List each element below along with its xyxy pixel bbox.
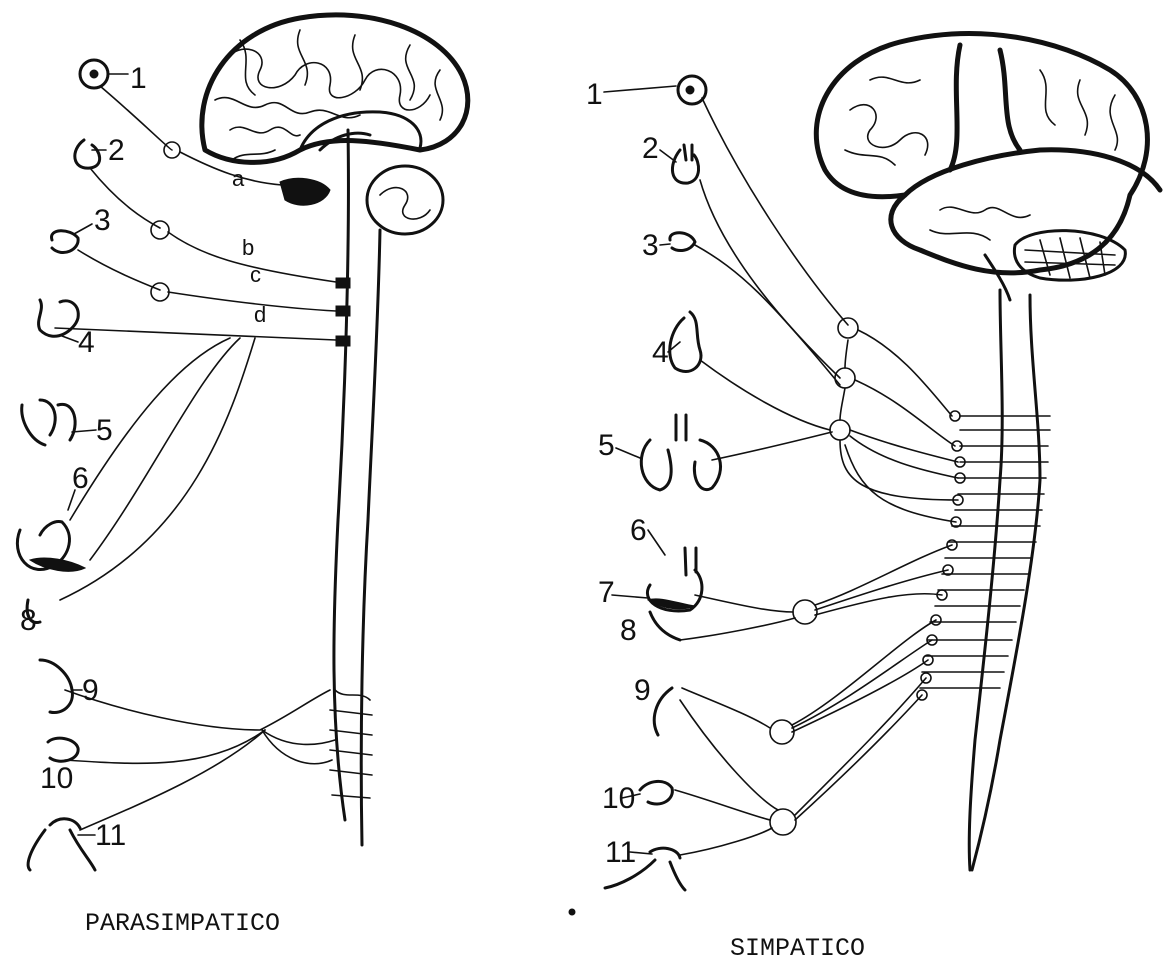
- organ-label: 9: [82, 674, 99, 707]
- heart-icon: [670, 312, 701, 372]
- organ-label: 8: [20, 604, 37, 637]
- right-labels: 1 2 3 4 5 6 7 8 9 10 11: [586, 78, 669, 869]
- organ-label: 3: [94, 204, 111, 237]
- nerve-letter: a: [232, 166, 245, 191]
- organ-label: 5: [598, 429, 615, 462]
- organ-label: 10: [40, 762, 73, 795]
- left-spinal-cord: [330, 130, 380, 845]
- organ-label: 10: [602, 782, 635, 815]
- organ-label: 4: [78, 326, 95, 359]
- nerve-letter: d: [254, 302, 266, 327]
- intestine-icon: [650, 612, 680, 640]
- heart-icon: [39, 300, 79, 336]
- sympathetic-caption: SIMPATICO: [730, 934, 865, 963]
- genitals-icon: [28, 819, 95, 870]
- nerve-letter: b: [242, 235, 254, 260]
- organ-label: 6: [630, 514, 647, 547]
- bladder-icon: [48, 738, 78, 761]
- lungs-icon: [641, 415, 720, 490]
- gland-icon: [670, 233, 695, 251]
- right-spinal-cord: [917, 290, 1050, 870]
- organ-label: 8: [620, 614, 637, 647]
- left-brain: [202, 15, 468, 234]
- nerve-letter: c: [250, 262, 261, 287]
- gland-icon: [672, 145, 698, 183]
- organ-label: 3: [642, 229, 659, 262]
- parasympathetic-figure: 1 2 3 4 5 6 8 9 10 11 a b c d PARASIMPAT…: [17, 15, 467, 938]
- gland-icon: [75, 140, 100, 168]
- kidney-icon: [40, 660, 72, 713]
- organ-label: 2: [642, 132, 659, 165]
- organ-label: 7: [598, 576, 615, 609]
- kidney-icon: [654, 688, 672, 735]
- organ-label: 1: [130, 62, 147, 95]
- left-leaders: [62, 74, 128, 835]
- organ-label: 1: [586, 78, 603, 111]
- parasympathetic-caption: PARASIMPATICO: [85, 909, 280, 938]
- left-organs: [17, 60, 108, 870]
- organ-label: 2: [108, 134, 125, 167]
- lungs-icon: [22, 400, 75, 445]
- stray-dot: [569, 909, 575, 915]
- bladder-icon: [640, 781, 672, 804]
- right-brain: [816, 34, 1160, 300]
- organ-label: 4: [652, 336, 669, 369]
- organ-label: 5: [96, 414, 113, 447]
- left-labels: 1 2 3 4 5 6 8 9 10 11 a b c d: [20, 62, 266, 852]
- right-organs: [605, 76, 721, 890]
- organ-label: 11: [95, 819, 126, 852]
- organ-label: 9: [634, 674, 651, 707]
- sympathetic-figure: 1 2 3 4 5 6 7 8 9 10 11 SIMPATICO: [586, 34, 1160, 963]
